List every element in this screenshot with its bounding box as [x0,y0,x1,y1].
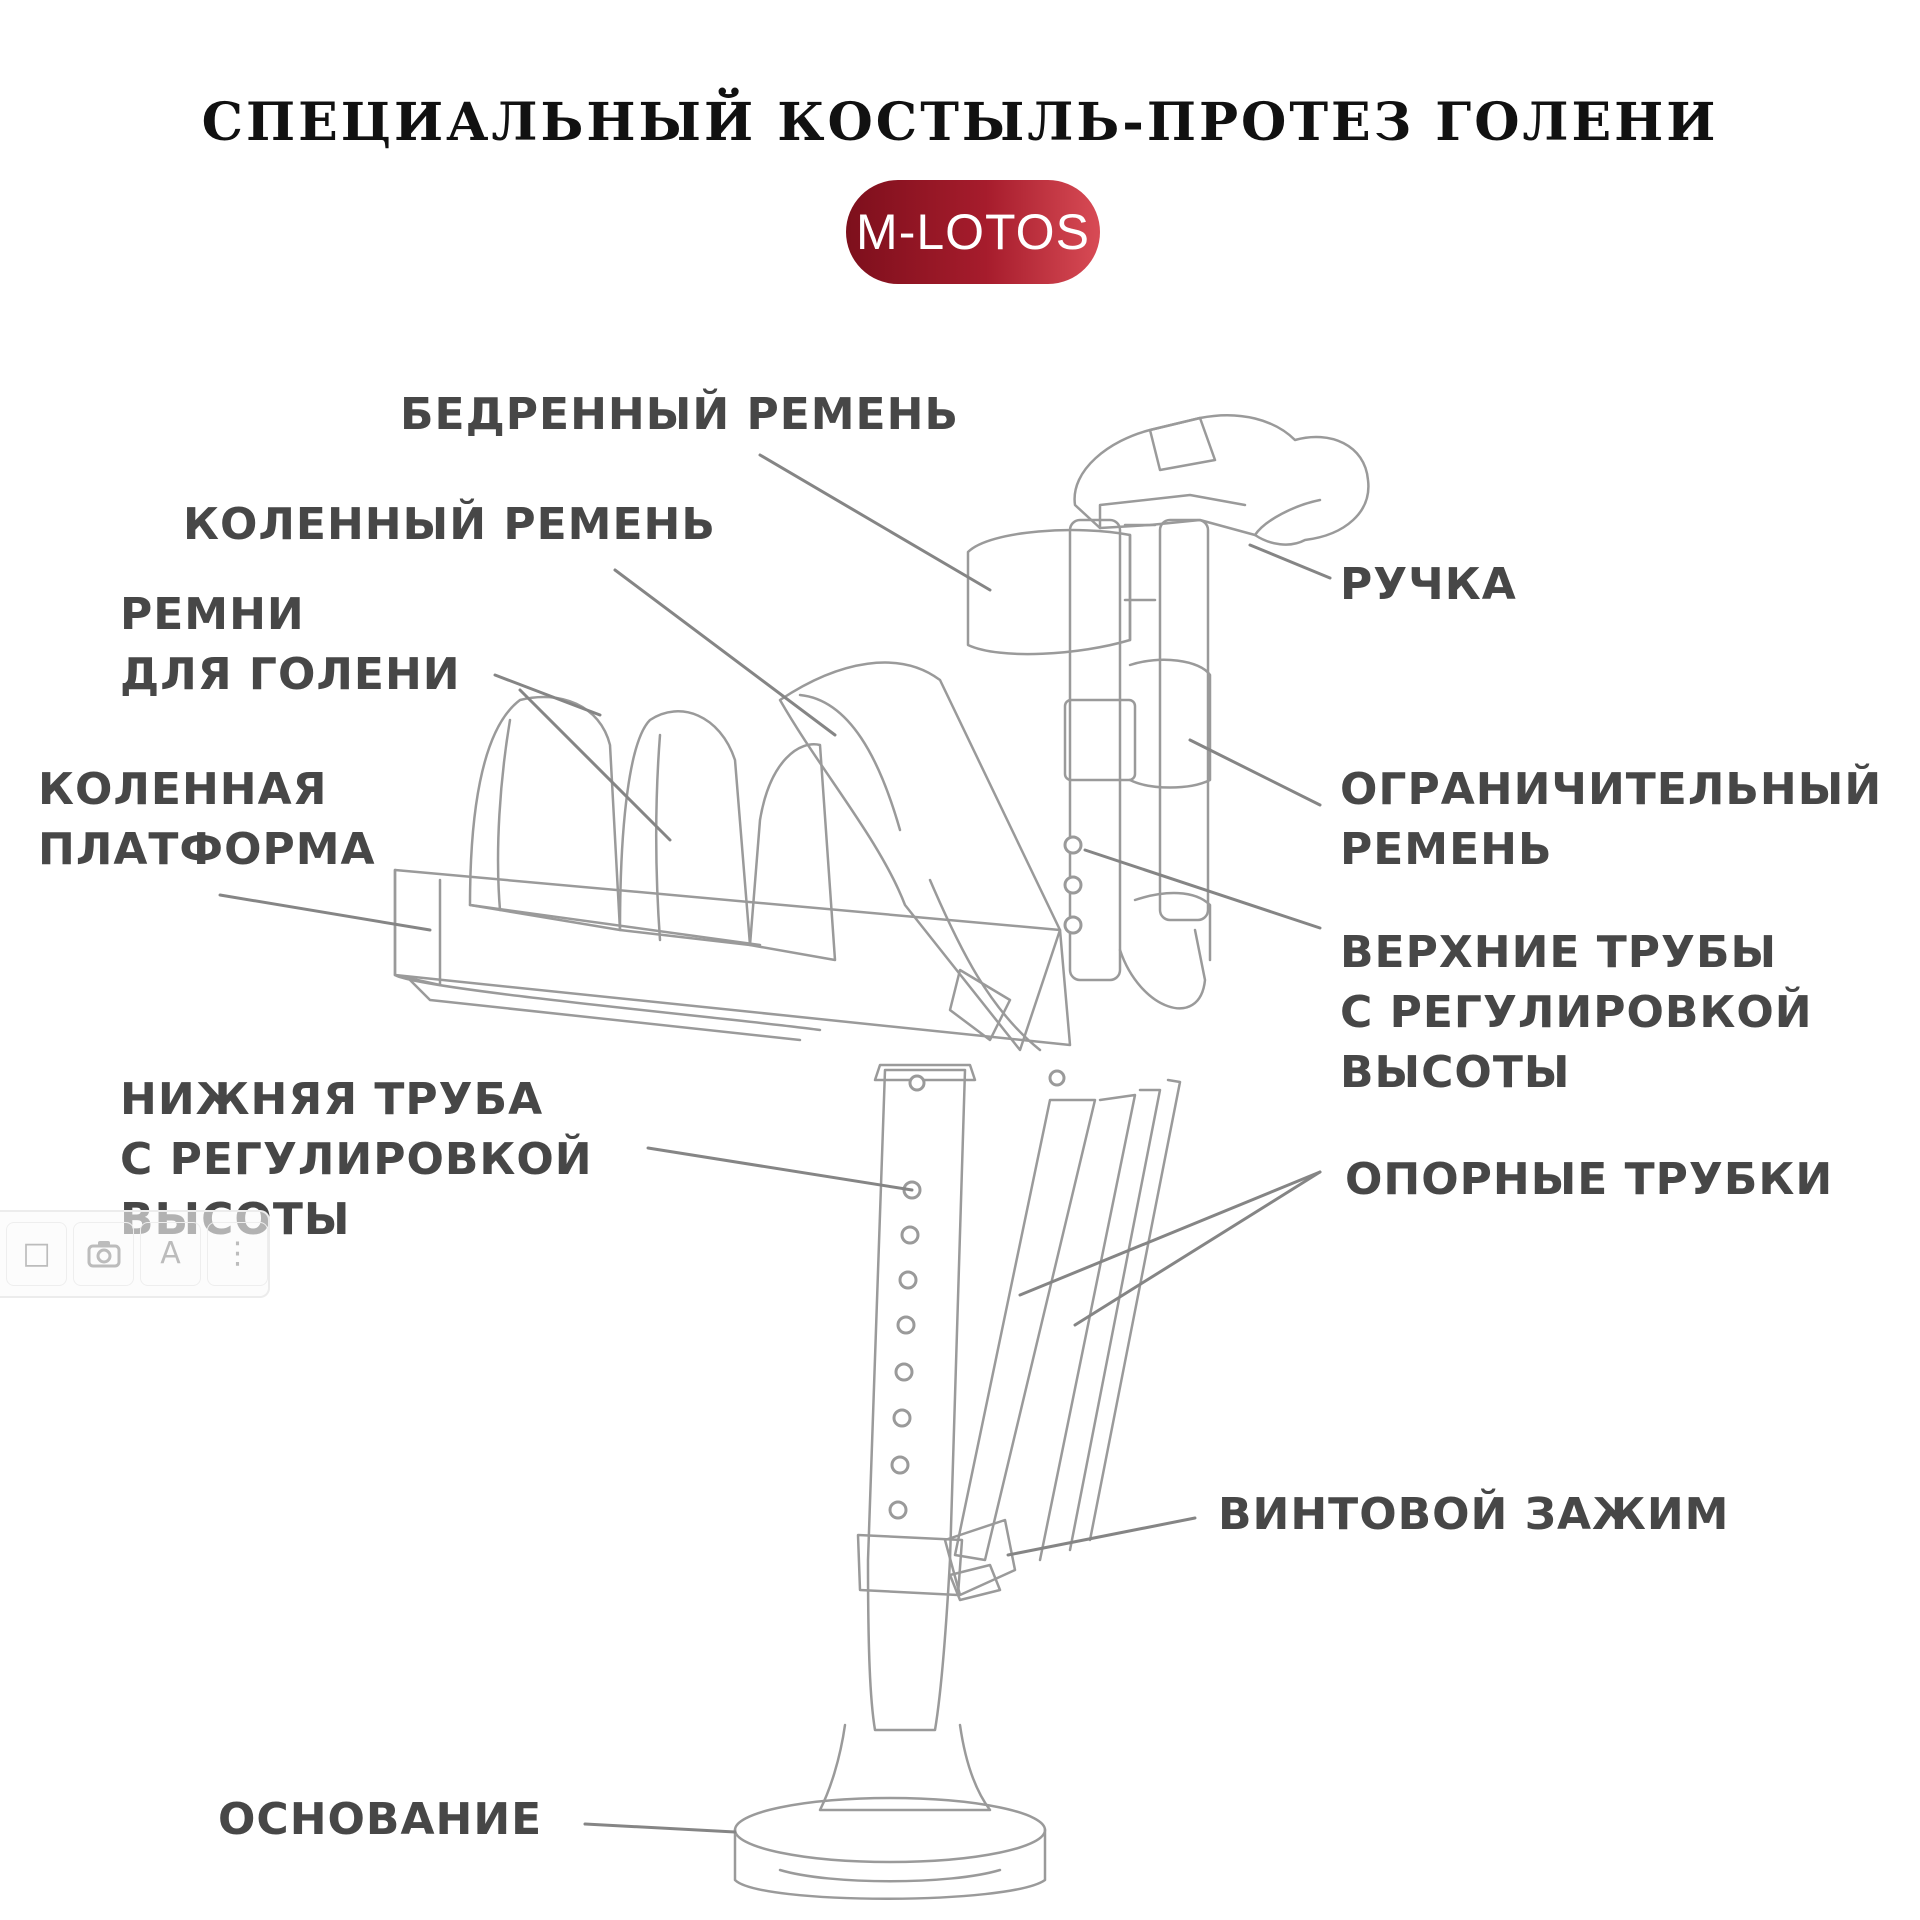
label-screw-clamp: ВИНТОВОЙ ЗАЖИМ [1218,1489,1730,1540]
label-support-tubes: ОПОРНЫЕ ТРУБКИ [1345,1154,1834,1205]
upper-tubes-drawing [1063,518,1210,982]
lower-tube-drawing [856,1063,977,1732]
label-lower-tube-line-1: НИЖНЯЯ ТРУБА [120,1074,544,1125]
label-shin-straps: РЕМНИ ДЛЯ ГОЛЕНИ [120,585,461,705]
adjustment-holes [888,835,1083,1520]
brand-logo: M-LOTOS [846,180,1100,284]
shin-strap-pads-drawing [468,695,837,962]
label-limiter-strap-line-1: ОГРАНИЧИТЕЛЬНЫЙ [1340,764,1883,815]
support-tubes-drawing [953,1078,1182,1562]
more-icon[interactable]: ⋮ [207,1222,268,1286]
label-thigh-strap: БЕДРЕННЫЙ РЕМЕНЬ [400,389,959,440]
limiter-strap-drawing [1118,658,1212,1010]
label-limiter-strap-line-2: РЕМЕНЬ [1340,824,1553,875]
label-upper-tubes-line-1: ВЕРХНИЕ ТРУБЫ [1340,927,1778,978]
label-knee-platform-line-2: ПЛАТФОРМА [38,824,376,875]
label-shin-straps-line-2: ДЛЯ ГОЛЕНИ [120,649,461,700]
label-knee-platform-line-1: КОЛЕННАЯ [38,764,328,815]
label-upper-tubes-line-3: ВЫСОТЫ [1340,1047,1571,1098]
label-lower-tube-line-2: С РЕГУЛИРОВКОЙ [120,1134,593,1185]
label-upper-tubes: ВЕРХНИЕ ТРУБЫ С РЕГУЛИРОВКОЙ ВЫСОТЫ [1340,923,1813,1103]
label-shin-straps-line-1: РЕМНИ [120,589,305,640]
base-drawing [733,1723,1047,1900]
knee-strap-drawing [778,661,1062,1052]
screw-clamp-drawing [943,1518,1017,1602]
label-knee-strap: КОЛЕННЫЙ РЕМЕНЬ [183,499,716,550]
knee-platform-drawing [393,868,1072,1047]
thigh-strap-drawing [966,528,1132,656]
square-icon[interactable]: □ [6,1222,67,1286]
page-title: СПЕЦИАЛЬНЫЙ КОСТЫЛЬ-ПРОТЕЗ ГОЛЕНИ [201,92,1719,153]
label-knee-platform: КОЛЕННАЯ ПЛАТФОРМА [38,760,376,880]
text-size-icon[interactable]: A [140,1222,201,1286]
label-upper-tubes-line-2: С РЕГУЛИРОВКОЙ [1340,987,1813,1038]
camera-glyph [87,1241,120,1268]
floating-toolbar[interactable]: □ A ⋮ [0,1210,270,1298]
camera-icon[interactable] [73,1222,134,1286]
handle-drawing [1073,414,1370,546]
label-base: ОСНОВАНИЕ [218,1794,543,1845]
leader-lines [218,453,1332,1834]
label-limiter-strap: ОГРАНИЧИТЕЛЬНЫЙ РЕМЕНЬ [1340,760,1882,880]
label-handle: РУЧКА [1340,559,1517,610]
